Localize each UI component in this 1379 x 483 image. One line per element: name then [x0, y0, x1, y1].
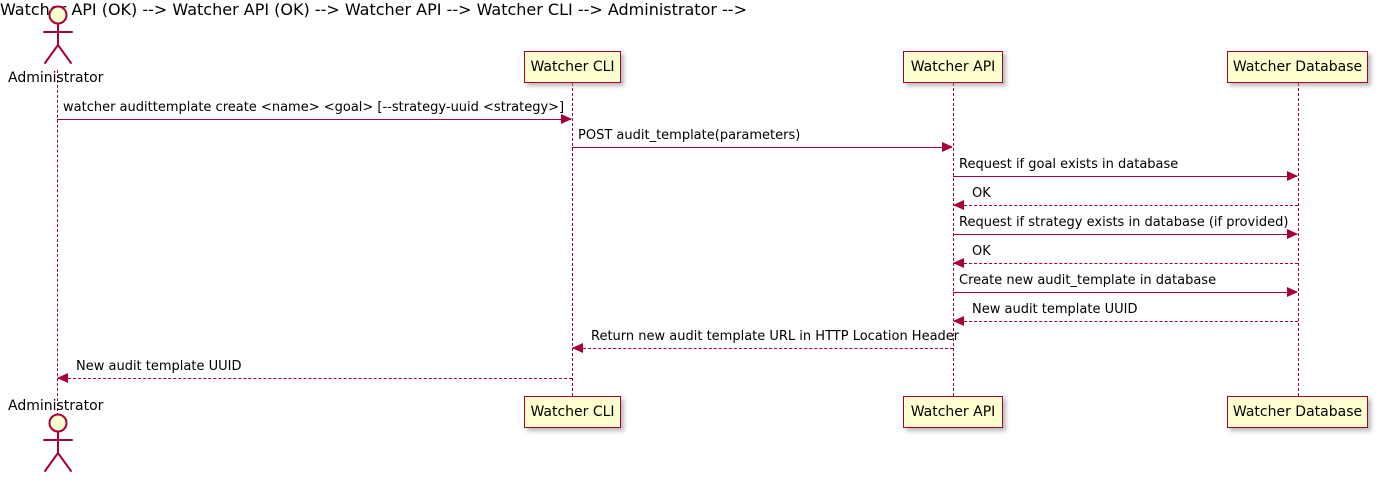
message-label-7: Create new audit_template in database	[959, 272, 1217, 288]
message-line	[58, 378, 572, 379]
participant-box-watcher-database-top[interactable]: Watcher Database	[1227, 51, 1368, 83]
message-line	[954, 205, 1298, 206]
actor-stick-figure-icon	[43, 5, 73, 64]
lifeline-watcher-database	[1298, 83, 1299, 396]
arrowhead-right-icon	[1287, 171, 1298, 181]
message-line	[57, 119, 571, 120]
message-label-8: New audit template UUID	[972, 301, 1138, 317]
message-label-4: OK	[972, 185, 991, 201]
lifeline-watcher-cli	[572, 83, 573, 396]
participant-box-watcher-api-top[interactable]: Watcher API	[903, 51, 1003, 83]
actor-label-administrator-bottom: Administrator	[8, 398, 104, 414]
message-line	[954, 263, 1298, 264]
arrowhead-right-icon	[1287, 229, 1298, 239]
participant-box-watcher-cli-bottom[interactable]: Watcher CLI	[524, 396, 621, 428]
message-line	[953, 176, 1297, 177]
lifeline-watcher-api	[953, 83, 954, 396]
arrowhead-right-icon	[561, 114, 572, 124]
arrowhead-right-icon	[942, 142, 953, 152]
arrowhead-left-icon	[953, 316, 964, 326]
message-label-5: Request if strategy exists in database (…	[959, 214, 1289, 230]
actor-administrator-top	[38, 5, 80, 71]
arrowhead-left-icon	[57, 373, 68, 383]
message-label-10: New audit template UUID	[76, 358, 242, 374]
message-label-1: watcher audittemplate create <name> <goa…	[63, 99, 565, 115]
message-line	[572, 147, 952, 148]
message-label-2: POST audit_template(parameters)	[578, 127, 801, 143]
arrowhead-left-icon	[572, 343, 583, 353]
message-label-6: OK	[972, 243, 991, 259]
actor-administrator-bottom	[38, 413, 80, 479]
message-line	[954, 321, 1298, 322]
actor-stick-figure-icon	[43, 413, 73, 472]
message-line	[953, 292, 1297, 293]
message-line	[953, 234, 1297, 235]
actor-label-administrator-top: Administrator	[8, 70, 104, 86]
message-line	[573, 348, 953, 349]
arrowhead-left-icon	[953, 200, 964, 210]
arrowhead-left-icon	[953, 258, 964, 268]
participant-box-watcher-database-bottom[interactable]: Watcher Database	[1227, 396, 1368, 428]
message-label-9: Return new audit template URL in HTTP Lo…	[591, 328, 960, 344]
participant-box-watcher-cli-top[interactable]: Watcher CLI	[524, 51, 621, 83]
arrowhead-right-icon	[1287, 287, 1298, 297]
lifeline-administrator	[57, 70, 58, 416]
participant-box-watcher-api-bottom[interactable]: Watcher API	[903, 396, 1003, 428]
message-label-3: Request if goal exists in database	[959, 156, 1179, 172]
